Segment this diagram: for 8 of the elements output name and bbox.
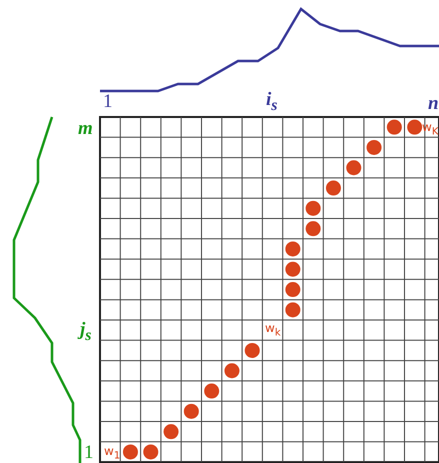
axis-label: i$_{s}$ xyxy=(266,90,278,114)
axis-label: n xyxy=(428,94,439,113)
point-label: w$_{1}$ xyxy=(104,445,120,462)
axis-label: 1 xyxy=(103,92,112,111)
point-label: w$_{k}$ xyxy=(265,322,281,338)
axis-label: j$_{s}$ xyxy=(80,320,92,344)
axis-label: m xyxy=(78,119,93,138)
axis-label: 1 xyxy=(84,443,94,462)
